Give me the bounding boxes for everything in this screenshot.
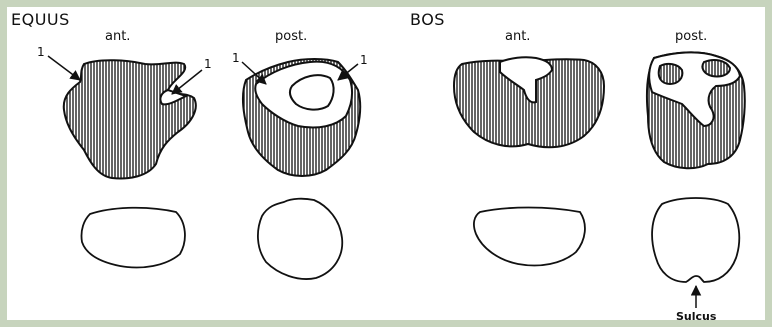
bos-ant-outline <box>474 208 585 266</box>
equus-ant-label: ant. <box>105 29 130 44</box>
equus-ant-hatched-view <box>64 60 196 178</box>
equus-genus-label: EQUUS <box>11 10 70 29</box>
bos-post-label: post. <box>675 29 707 44</box>
bos-sulcus-label: Sulcus <box>676 310 717 323</box>
equus-ant-outline <box>81 208 184 268</box>
equus-post-outline <box>258 199 342 279</box>
equus-post-callout-left: 1 <box>232 51 240 65</box>
equus-ant-callout-right: 1 <box>204 57 212 71</box>
bos-genus-label: BOS <box>410 10 445 29</box>
bos-ant-label: ant. <box>505 29 530 44</box>
bos-post-outline <box>652 198 739 282</box>
bos-post-facet-left <box>659 64 683 84</box>
bos-post-facet-right <box>702 60 730 77</box>
equus-post-callout-right: 1 <box>360 53 368 67</box>
equus-post-label: post. <box>275 29 307 44</box>
equus-ant-arrow-left <box>48 56 80 80</box>
equus-ant-callout-left: 1 <box>37 45 45 59</box>
